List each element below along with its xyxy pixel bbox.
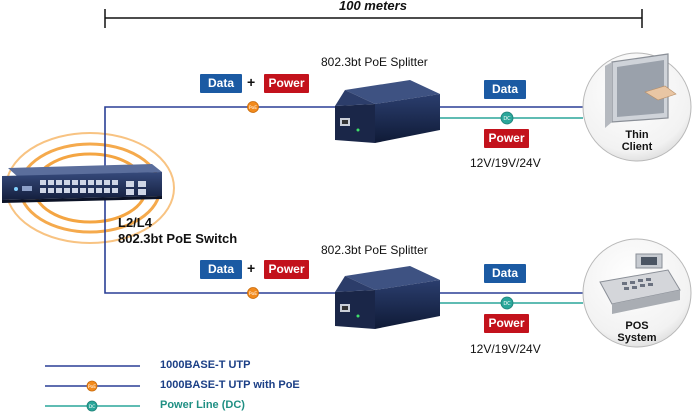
pos-system-caption: POS System xyxy=(612,320,662,344)
dc-marker-top: DC xyxy=(500,111,514,125)
poe-marker-bottom: PoE xyxy=(247,287,259,299)
top-output-data-badge: Data xyxy=(484,80,526,99)
thin-client-caption-line1: Thin xyxy=(625,129,649,141)
svg-text:PoE: PoE xyxy=(249,105,257,111)
bottom-output-data-badge: Data xyxy=(484,264,526,283)
top-splitter-image xyxy=(335,80,440,143)
dc-marker-bottom: DC xyxy=(500,296,514,310)
bottom-splitter-image xyxy=(335,266,440,329)
bottom-plus-sign: + xyxy=(247,260,256,276)
bottom-output-power-badge: Power xyxy=(484,314,529,333)
legend-utp-poe-label: 1000BASE-T UTP with PoE xyxy=(160,379,300,391)
pos-system-caption-line1: POS xyxy=(625,320,649,332)
legend-utp-label: 1000BASE-T UTP xyxy=(160,359,251,371)
svg-text:PoE: PoE xyxy=(249,291,257,297)
top-voltage-label: 12V/19V/24V xyxy=(470,156,541,170)
thin-client-image xyxy=(582,52,692,162)
svg-text:DC: DC xyxy=(89,404,96,410)
svg-text:PoE: PoE xyxy=(88,384,96,390)
poe-switch-image xyxy=(2,164,162,203)
legend-dc-label: Power Line (DC) xyxy=(160,399,245,411)
bottom-splitter-title: 802.3bt PoE Splitter xyxy=(321,243,428,257)
distance-label: 100 meters xyxy=(339,0,407,13)
switch-label: L2/L4 802.3bt PoE Switch xyxy=(118,215,237,247)
legend-graphics: PoE DC xyxy=(45,365,140,412)
top-output-power-badge: Power xyxy=(484,129,529,148)
switch-label-line1: L2/L4 xyxy=(118,215,152,230)
pos-system-image xyxy=(582,238,692,348)
distance-bracket xyxy=(104,9,643,28)
pos-system-caption-line2: System xyxy=(617,332,657,344)
svg-text:DC: DC xyxy=(503,116,511,122)
top-input-data-badge: Data xyxy=(200,74,242,93)
top-splitter-title: 802.3bt PoE Splitter xyxy=(321,55,428,69)
bottom-input-data-badge: Data xyxy=(200,260,242,279)
top-plus-sign: + xyxy=(247,74,256,90)
svg-text:DC: DC xyxy=(503,301,511,307)
thin-client-caption-line2: Client xyxy=(621,141,653,153)
bottom-input-power-badge: Power xyxy=(264,260,309,279)
bottom-voltage-label: 12V/19V/24V xyxy=(470,342,541,356)
thin-client-caption: Thin Client xyxy=(612,129,662,153)
switch-label-line2: 802.3bt PoE Switch xyxy=(118,231,238,246)
poe-marker-top: PoE xyxy=(247,101,259,113)
top-input-power-badge: Power xyxy=(264,74,309,93)
